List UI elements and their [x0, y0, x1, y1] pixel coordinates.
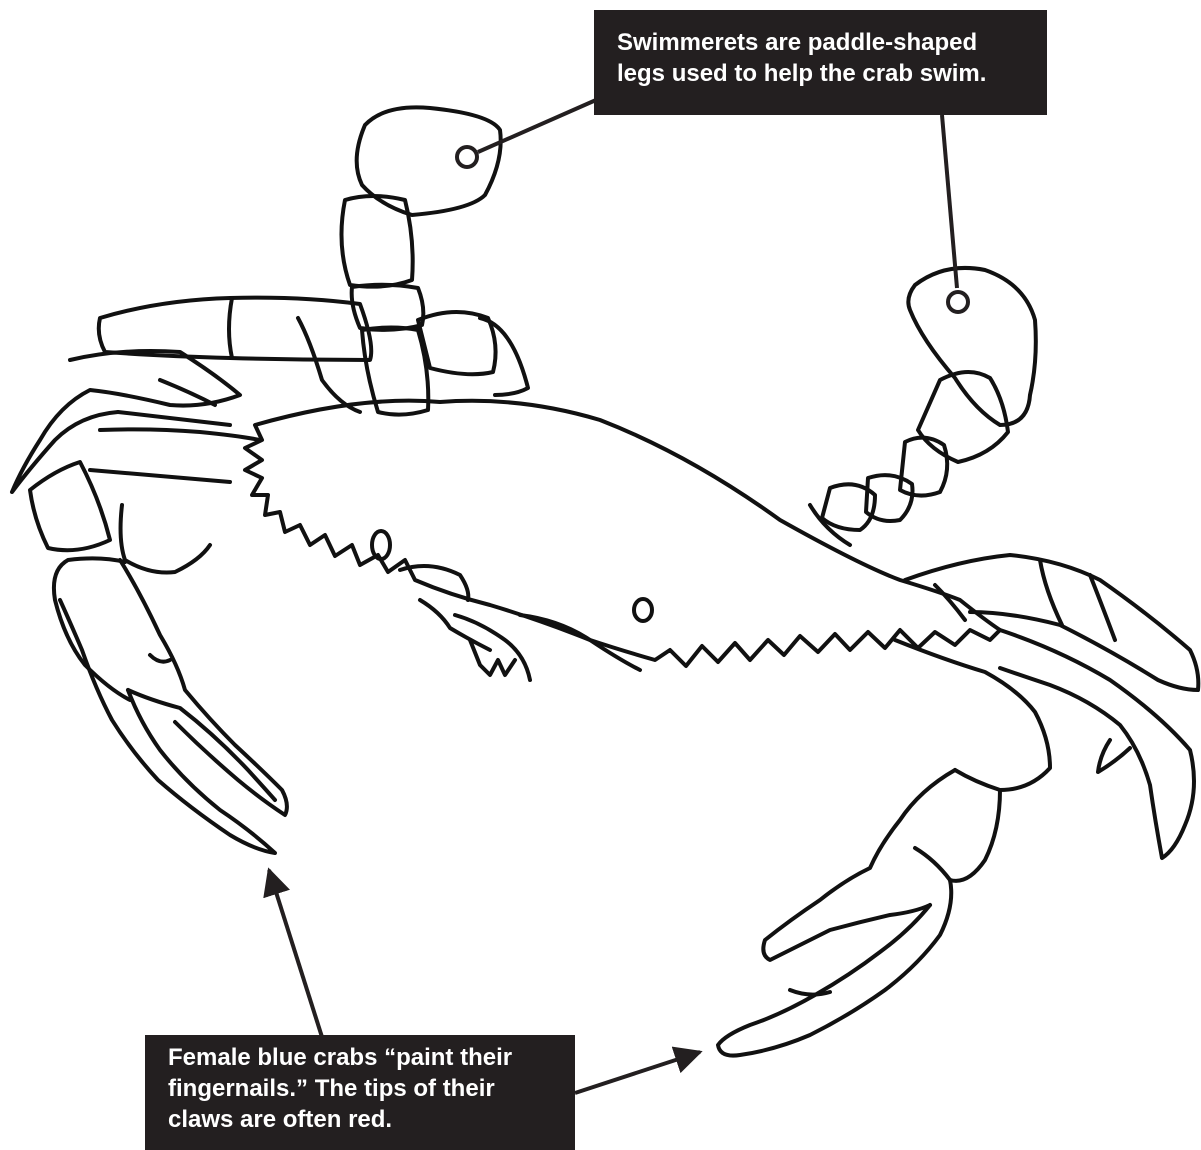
swimmerets-callout-line-1: Swimmerets are paddle-shaped [617, 27, 1027, 58]
left-walking-legs [12, 298, 371, 551]
eye-right [634, 599, 652, 621]
swimmerets-callout: Swimmerets are paddle-shaped legs used t… [594, 10, 1047, 115]
claw-tips-callout-line-3: claws are often red. [168, 1104, 563, 1135]
swimmeret-pointers [457, 100, 968, 312]
left-swimmeret [341, 107, 528, 414]
claw-tips-callout: Female blue crabs “paint their fingernai… [145, 1035, 575, 1150]
right-claw [718, 640, 1050, 1056]
carapace [245, 401, 1000, 680]
claw-tips-callout-line-2: fingernails.” The tips of their [168, 1073, 563, 1104]
right-walking-legs [905, 555, 1198, 858]
eye-left [372, 531, 390, 559]
left-claw [54, 505, 287, 853]
swimmerets-callout-line-2: legs used to help the crab swim. [617, 58, 1027, 89]
right-swimmeret [810, 268, 1036, 545]
claw-tips-callout-line-1: Female blue crabs “paint their [168, 1042, 563, 1073]
